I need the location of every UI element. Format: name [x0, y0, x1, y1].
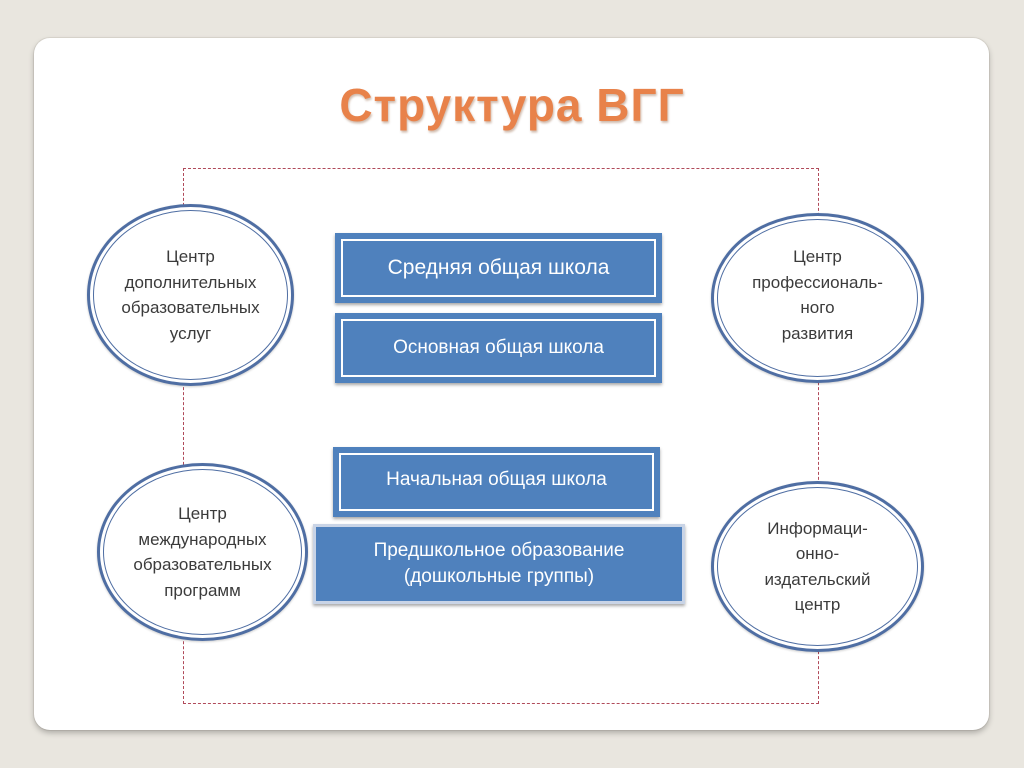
level-basic-general-school: Основная общая школа: [335, 313, 662, 383]
slide-title: Структура ВГГ: [339, 79, 685, 131]
oval-ring: [717, 219, 918, 377]
level-secondary-label: Средняя общая школа: [341, 239, 656, 297]
level-primary-general-school: Начальная общая школа: [333, 447, 660, 517]
center-information-publishing-label: Информаци- онно- издательский центр: [764, 518, 871, 615]
oval-ring: [103, 469, 302, 635]
dashed-frame: [183, 168, 819, 704]
center-additional-education-label: Центр дополнительных образовательных усл…: [121, 247, 260, 343]
level-preschool-label: Предшкольное образование (дошкольные гру…: [373, 540, 625, 587]
level-basic-label: Основная общая школа: [341, 319, 656, 377]
center-professional-development-label: Центр профессиональ- ного развития: [752, 247, 883, 343]
level-secondary-general-school: Средняя общая школа: [335, 233, 662, 303]
center-additional-education: Центр дополнительных образовательных усл…: [87, 204, 294, 386]
center-international-programs-label: Центр международных образовательных прог…: [133, 504, 272, 600]
center-information-publishing: Информаци- онно- издательский центр: [711, 481, 924, 652]
center-international-programs: Центр международных образовательных прог…: [97, 463, 308, 641]
level-primary-label: Начальная общая школа: [339, 453, 654, 511]
oval-ring: [93, 210, 288, 380]
oval-ring: [717, 487, 918, 646]
level-preschool: Предшкольное образование (дошкольные гру…: [313, 524, 685, 604]
center-professional-development: Центр профессиональ- ного развития: [711, 213, 924, 383]
